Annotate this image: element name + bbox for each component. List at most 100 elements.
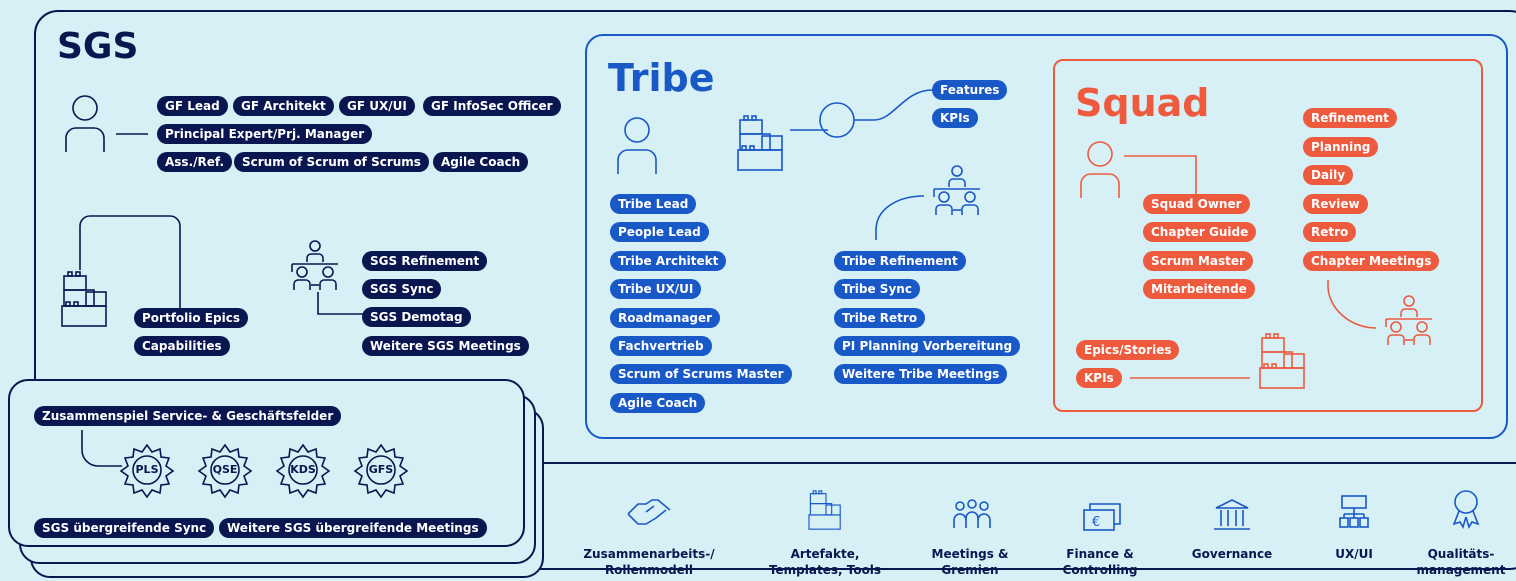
- tribe-role-uxui: Tribe UX/UI: [610, 279, 702, 299]
- squad-artifact-kpis: KPIs: [1076, 368, 1122, 388]
- squad-role-scrum-master: Scrum Master: [1143, 251, 1253, 271]
- tribe-role-agile-coach: Agile Coach: [610, 393, 706, 413]
- squad-meeting-refinement: Refinement: [1303, 108, 1397, 128]
- squad-role-owner: Squad Owner: [1143, 194, 1250, 214]
- sgs-meeting-sync: SGS Sync: [362, 279, 442, 299]
- meeting-icon: [291, 240, 338, 290]
- sgs-role-gf-architekt: GF Architekt: [233, 96, 334, 116]
- tribe-role-people-lead: People Lead: [610, 222, 709, 242]
- sgs-role-ass-ref: Ass./Ref.: [157, 152, 233, 172]
- connector-line: [1124, 155, 1197, 194]
- sgs-title: SGS: [57, 26, 139, 67]
- sgs-artifact-capabilities: Capabilities: [134, 336, 230, 356]
- footer-label-line: Zusammenarbeits-/: [583, 547, 715, 561]
- tribe-role-scrum-master: Scrum of Scrums Master: [610, 364, 792, 384]
- sgs-role-agile-coach: Agile Coach: [433, 152, 529, 172]
- footer-label-line: Qualitäts-: [1427, 547, 1495, 561]
- squad-meeting-retro: Retro: [1303, 222, 1357, 242]
- squad-meeting-chapter: Chapter Meetings: [1303, 251, 1440, 271]
- squad-meeting-daily: Daily: [1303, 165, 1354, 185]
- footer-label-line: Artefakte,: [790, 547, 860, 561]
- person-icon: [617, 117, 657, 174]
- footer-label-line: management: [1416, 563, 1506, 577]
- connector-line: [1327, 280, 1377, 329]
- sgs-role-gf-infosec: GF InfoSec Officer: [423, 96, 561, 116]
- gear-qse-icon: [197, 443, 253, 499]
- euro-icon: €: [1083, 503, 1121, 531]
- tribe-title: Tribe: [608, 56, 715, 100]
- connector-line: [317, 292, 368, 315]
- gear-pls-label: PLS: [135, 463, 159, 476]
- meeting-icon: [1385, 295, 1432, 345]
- connector-line: [875, 195, 925, 240]
- tribe-meeting-sync: Tribe Sync: [834, 279, 920, 299]
- award-icon: [1452, 490, 1480, 529]
- squad-frame: [1053, 59, 1483, 412]
- squad-artifact-epics: Epics/Stories: [1076, 340, 1180, 360]
- gear-gfs-icon: [353, 443, 409, 499]
- tribe-artifact-features: Features: [932, 80, 1008, 100]
- connector-line: [1130, 377, 1250, 379]
- person-icon: [65, 95, 105, 152]
- person-icon: [1080, 141, 1120, 198]
- footer-label-uxui: UX/UI: [1335, 547, 1373, 561]
- meeting-icon: [933, 165, 980, 215]
- sgs-role-principal-expert: Principal Expert/Prj. Manager: [157, 124, 373, 144]
- cross-heading: Zusammenspiel Service- & Geschäftsfelder: [34, 406, 342, 426]
- footer-label-governance: Governance: [1191, 547, 1273, 561]
- connector-line: [790, 89, 933, 138]
- gear-kds-icon: [275, 443, 331, 499]
- tribe-frame: [585, 34, 1508, 439]
- building-icon: [1214, 499, 1250, 530]
- sgs-meeting-weitere: Weitere SGS Meetings: [362, 336, 529, 356]
- footer-label-qualitaet: Qualitäts- management: [1406, 546, 1516, 578]
- sgs-meeting-refinement: SGS Refinement: [362, 251, 488, 271]
- sgs-role-gf-uxui: GF UX/UI: [339, 96, 415, 116]
- footer-label-artefakte: Artefakte, Templates, Tools: [755, 546, 895, 578]
- footer-divider: [540, 462, 1516, 464]
- svg-text:€: €: [1092, 515, 1100, 530]
- squad-meeting-planning: Planning: [1303, 137, 1379, 157]
- footer-label-rollenmodell: Zusammenarbeits-/ Rollenmodell: [574, 546, 724, 578]
- gear-qse-label: QSE: [212, 463, 238, 476]
- cross-meeting-sync: SGS übergreifende Sync: [34, 518, 215, 538]
- sgs-meeting-demotag: SGS Demotag: [362, 307, 471, 327]
- gear-gfs-label: GFS: [368, 463, 394, 476]
- handshake-icon: [627, 499, 671, 525]
- tribe-role-lead: Tribe Lead: [610, 194, 697, 214]
- people-icon: [953, 499, 991, 528]
- connector-line: [81, 430, 122, 467]
- tribe-meeting-weitere: Weitere Tribe Meetings: [834, 364, 1008, 384]
- footer-label-line: Templates, Tools: [768, 563, 882, 577]
- footer-label-finance: Finance & Controlling: [1040, 546, 1160, 578]
- blocks-icon: [737, 115, 783, 171]
- tribe-meeting-pi-planning: PI Planning Vorbereitung: [834, 336, 1021, 356]
- gear-kds-label: KDS: [290, 463, 316, 476]
- cross-meeting-weitere: Weitere SGS übergreifende Meetings: [219, 518, 487, 538]
- blocks-icon: [1259, 333, 1305, 389]
- tribe-role-fachvertrieb: Fachvertrieb: [610, 336, 712, 356]
- footer-label-line: Meetings &: [931, 547, 1009, 561]
- footer-label-line: Gremien: [941, 563, 999, 577]
- tribe-role-roadmanager: Roadmanager: [610, 308, 721, 328]
- gear-pls-icon: [119, 443, 175, 499]
- footer-label-line: Finance &: [1066, 547, 1134, 561]
- connector-line: [79, 215, 181, 322]
- blocks-icon: [808, 490, 841, 530]
- tribe-meeting-refinement: Tribe Refinement: [834, 251, 966, 271]
- blocks-icon: [61, 271, 107, 327]
- squad-role-chapter-guide: Chapter Guide: [1143, 222, 1257, 242]
- tribe-artifact-kpis: KPIs: [932, 108, 978, 128]
- sgs-role-gf-lead: GF Lead: [157, 96, 228, 116]
- connector-line: [116, 133, 148, 135]
- squad-role-mitarbeitende: Mitarbeitende: [1143, 279, 1255, 299]
- tribe-role-architekt: Tribe Architekt: [610, 251, 727, 271]
- tribe-meeting-retro: Tribe Retro: [834, 308, 926, 328]
- footer-label-line: Controlling: [1062, 563, 1138, 577]
- squad-meeting-review: Review: [1303, 194, 1368, 214]
- sgs-role-scrum-of-scrums: Scrum of Scrum of Scrums: [234, 152, 429, 172]
- footer-label-line: Rollenmodell: [604, 563, 694, 577]
- sgs-artifact-portfolio-epics: Portfolio Epics: [134, 308, 248, 328]
- footer-label-meetings: Meetings & Gremien: [910, 546, 1030, 578]
- sitemap-icon: [1339, 495, 1369, 528]
